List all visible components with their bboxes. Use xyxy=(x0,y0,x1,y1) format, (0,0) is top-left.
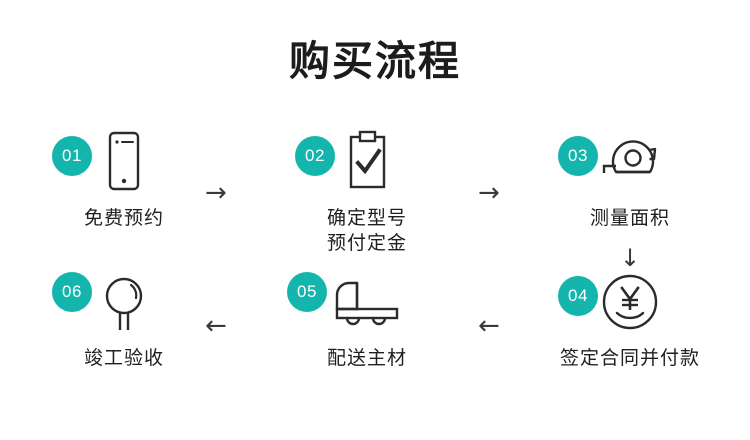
step-01-icon-area: 01 xyxy=(34,128,214,200)
step-03-label: 测量面积 xyxy=(540,206,720,231)
step-05-icon-area: 05 xyxy=(277,268,457,340)
step-04-label-line1: 签定合同并付款 xyxy=(559,348,700,369)
tape-measure-icon xyxy=(594,132,666,197)
step-03-icon-area: 03 xyxy=(540,128,720,200)
step-02-number-badge: 02 xyxy=(295,136,335,176)
page-title: 购买流程 xyxy=(289,38,461,84)
step-06-label-line1: 竣工验收 xyxy=(83,348,164,369)
flow-step-03[interactable]: 03 测量面积 xyxy=(540,128,720,231)
yen-coin-icon xyxy=(600,272,660,337)
step-01-number-badge: 01 xyxy=(52,136,92,176)
step-06-label: 竣工验收 xyxy=(34,346,214,371)
arrow-step5-to-step6: ← xyxy=(205,311,227,341)
flow-step-05[interactable]: 05 配送主材 xyxy=(277,268,457,371)
step-03-number-badge: 03 xyxy=(558,136,598,176)
step-02-icon-area: 02 xyxy=(277,128,457,200)
step-05-label-line1: 配送主材 xyxy=(326,348,407,369)
mobile-phone-icon xyxy=(100,129,148,200)
flow-step-04[interactable]: 04 签定合同并付款 xyxy=(540,268,720,371)
delivery-truck-icon xyxy=(327,273,407,336)
step-02-label: 确定型号 预付定金 xyxy=(277,206,457,256)
step-05-label: 配送主材 xyxy=(277,346,457,371)
flow-row-top: 01 免费预约 02 xyxy=(0,128,750,258)
magnifier-icon xyxy=(96,270,152,339)
step-06-number-badge: 06 xyxy=(52,272,92,312)
arrow-step4-to-step5: ← xyxy=(478,311,500,341)
step-01-label: 免费预约 xyxy=(34,206,214,231)
arrow-step2-to-step3: → xyxy=(478,178,500,208)
step-02-label-line1: 确定型号 xyxy=(326,208,407,229)
flow-step-06[interactable]: 06 竣工验收 xyxy=(34,268,214,371)
step-04-icon-area: 04 xyxy=(540,268,720,340)
arrow-step3-to-step4: ↓ xyxy=(620,244,641,272)
clipboard-check-icon xyxy=(341,129,393,200)
step-05-number-badge: 05 xyxy=(287,272,327,312)
flow-step-01[interactable]: 01 免费预约 xyxy=(34,128,214,231)
step-04-label: 签定合同并付款 xyxy=(540,346,720,371)
step-02-label-line2: 预付定金 xyxy=(326,233,407,254)
flow-step-02[interactable]: 02 确定型号 预付定金 xyxy=(277,128,457,256)
step-04-number-badge: 04 xyxy=(558,276,598,316)
step-01-label-line1: 免费预约 xyxy=(83,208,164,229)
flow-row-bottom: 06 竣工验收 05 xyxy=(0,268,750,398)
step-06-icon-area: 06 xyxy=(34,268,214,340)
arrow-step1-to-step2: → xyxy=(205,178,227,208)
step-03-label-line1: 测量面积 xyxy=(589,208,670,229)
